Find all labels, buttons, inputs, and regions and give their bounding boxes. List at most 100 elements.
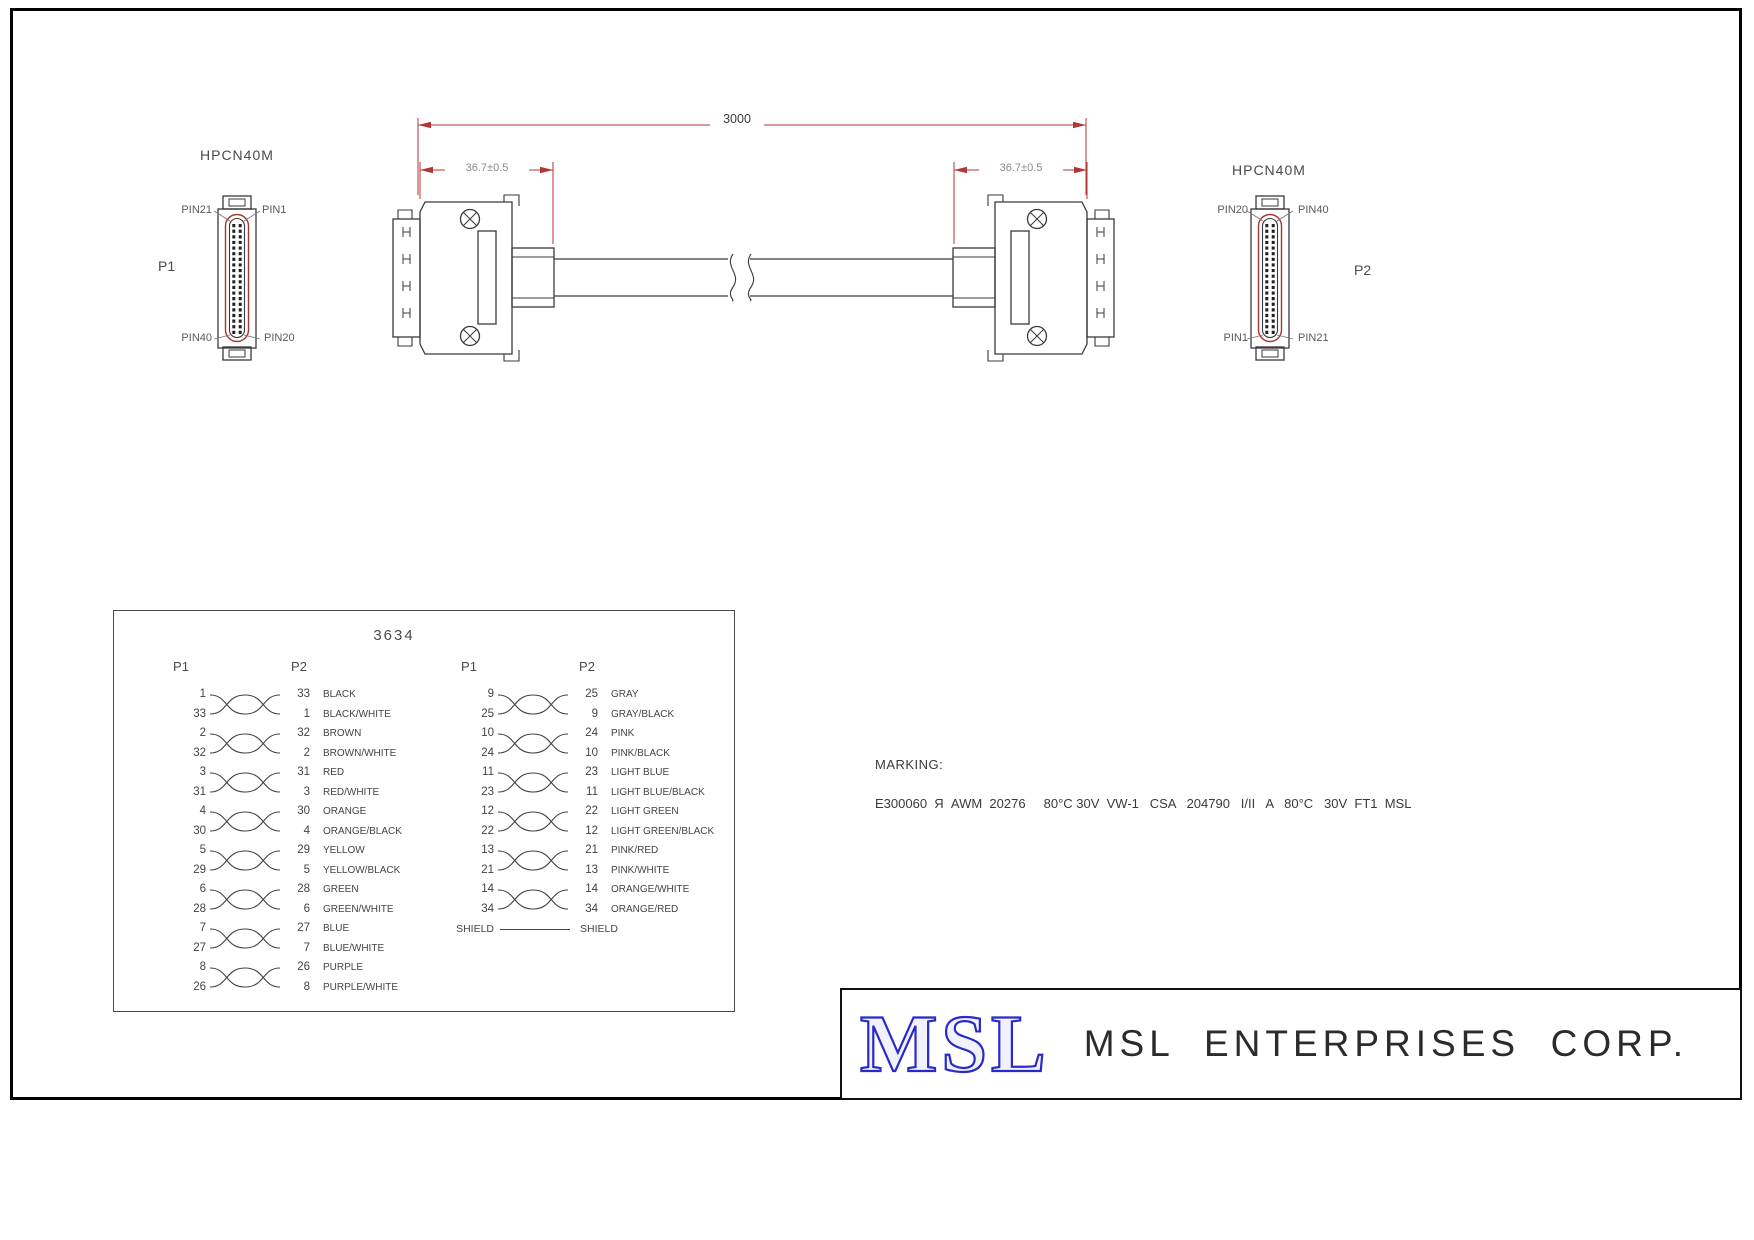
marking-text: E300060 Я AWM 20276 80°C 30V VW-1 CSA 20…: [875, 796, 1412, 811]
twisted-pair-symbol: [209, 772, 281, 793]
twisted-pair-symbol: [209, 694, 281, 715]
twisted-pair-symbol: [497, 889, 569, 910]
wire-color-label: PURPLE/WHITE: [323, 981, 399, 993]
p1-pin-number: 29: [193, 863, 206, 876]
p1-pin-number: 30: [193, 824, 206, 837]
p1-pin-number: 5: [199, 844, 206, 856]
right-pin-bottom-left-label: PIN1: [1223, 332, 1248, 344]
wire-color-label: GRAY: [611, 689, 639, 700]
p2-pin-number: 7: [303, 941, 310, 954]
right-pin-top-left-label: PIN20: [1217, 204, 1248, 216]
pin-leader-lines: [213, 210, 261, 340]
p1-pin-column: 3 31: [156, 763, 206, 802]
dimension-arrowheads: [418, 121, 1087, 174]
wire-color-label: BLUE/WHITE: [323, 942, 385, 954]
twisted-pair-symbol: [497, 733, 569, 754]
p1-pin-number: 14: [481, 883, 494, 895]
twisted-pair-symbol: [209, 850, 281, 871]
wire-color-column: LIGHT GREEN LIGHT GREEN/BLACK: [611, 802, 761, 841]
p2-pin-number: 6: [303, 902, 310, 915]
twisted-pair-symbol: [209, 967, 281, 988]
p2-pin-number: 14: [585, 883, 598, 895]
company-name: MSL ENTERPRISES CORP.: [1083, 1023, 1689, 1064]
p2-pin-number: 31: [297, 766, 310, 778]
p2-pin-number: 27: [297, 922, 310, 934]
p2-pin-number: 34: [585, 902, 598, 915]
p1-pin-number: 31: [193, 785, 206, 798]
twisted-pair-symbol: [497, 694, 569, 715]
p2-pin-column: 27 7: [284, 919, 310, 958]
p2-pin-number: 4: [303, 824, 310, 837]
wire-color-label: LIGHT GREEN/BLACK: [611, 825, 715, 837]
p1-pin-number: 22: [481, 824, 494, 837]
marking-section: MARKING: E300060 Я AWM 20276 80°C 30V VW…: [875, 757, 1411, 811]
p1-pin-number: 13: [481, 844, 494, 856]
left-pin-bottom-right-label: PIN20: [264, 332, 295, 344]
p1-pin-number: 1: [199, 688, 206, 700]
cable-assembly-drawing: [213, 118, 1295, 363]
right-pin-bottom-right-label: PIN21: [1298, 332, 1329, 344]
p2-pin-number: 1: [303, 707, 310, 720]
p1-column-header: P1: [173, 659, 189, 674]
p1-column-header: P1: [461, 659, 477, 674]
wire-color-label: YELLOW/BLACK: [323, 864, 401, 876]
marking-label: MARKING:: [875, 757, 944, 772]
p1-pin-number: 26: [193, 980, 206, 993]
wire-color-label: LIGHT BLUE: [611, 767, 670, 778]
p2-pin-number: 13: [585, 863, 598, 876]
wire-color-label: GREEN/WHITE: [323, 903, 394, 915]
wire-color-label: ORANGE: [323, 806, 367, 817]
shield-p1-label: SHIELD: [456, 923, 494, 935]
left-pin-top-right-label: PIN1: [262, 204, 287, 216]
left-hood-dimension: 36.7±0.5: [447, 162, 527, 176]
p2-pin-number: 24: [585, 727, 598, 739]
twisted-pair-symbol: [209, 928, 281, 949]
wire-color-label: BLACK: [323, 689, 356, 700]
p1-pin-number: 9: [487, 688, 494, 700]
wire-color-label: PINK/RED: [611, 845, 659, 856]
right-connector-ref: P2: [1354, 262, 1372, 278]
wire-color-label: RED/WHITE: [323, 786, 380, 798]
p2-pin-number: 5: [303, 863, 310, 876]
p2-pin-number: 32: [297, 727, 310, 739]
p1-pin-number: 24: [481, 746, 494, 759]
twisted-pair-symbol: [209, 811, 281, 832]
p1-pin-number: 3: [199, 766, 206, 778]
twisted-pair-symbol: [497, 850, 569, 871]
dimension-lines: [417, 118, 1088, 244]
left-pin-top-left-label: PIN21: [181, 204, 212, 216]
wire-color-column: GRAY GRAY/BLACK: [611, 685, 761, 724]
left-connector-ref: P1: [158, 258, 176, 274]
p2-pin-number: 21: [585, 844, 598, 856]
p2-pin-number: 22: [585, 805, 598, 817]
p1-pin-number: 28: [193, 902, 206, 915]
twisted-pair-symbol: [209, 733, 281, 754]
wire-color-label: GRAY/BLACK: [611, 708, 675, 720]
wire-color-label: LIGHT GREEN: [611, 806, 679, 817]
left-connector-type-label: HPCN40M: [200, 147, 274, 163]
wiring-table-title: 3634: [373, 627, 415, 644]
wire-color-label: BROWN: [323, 728, 362, 739]
